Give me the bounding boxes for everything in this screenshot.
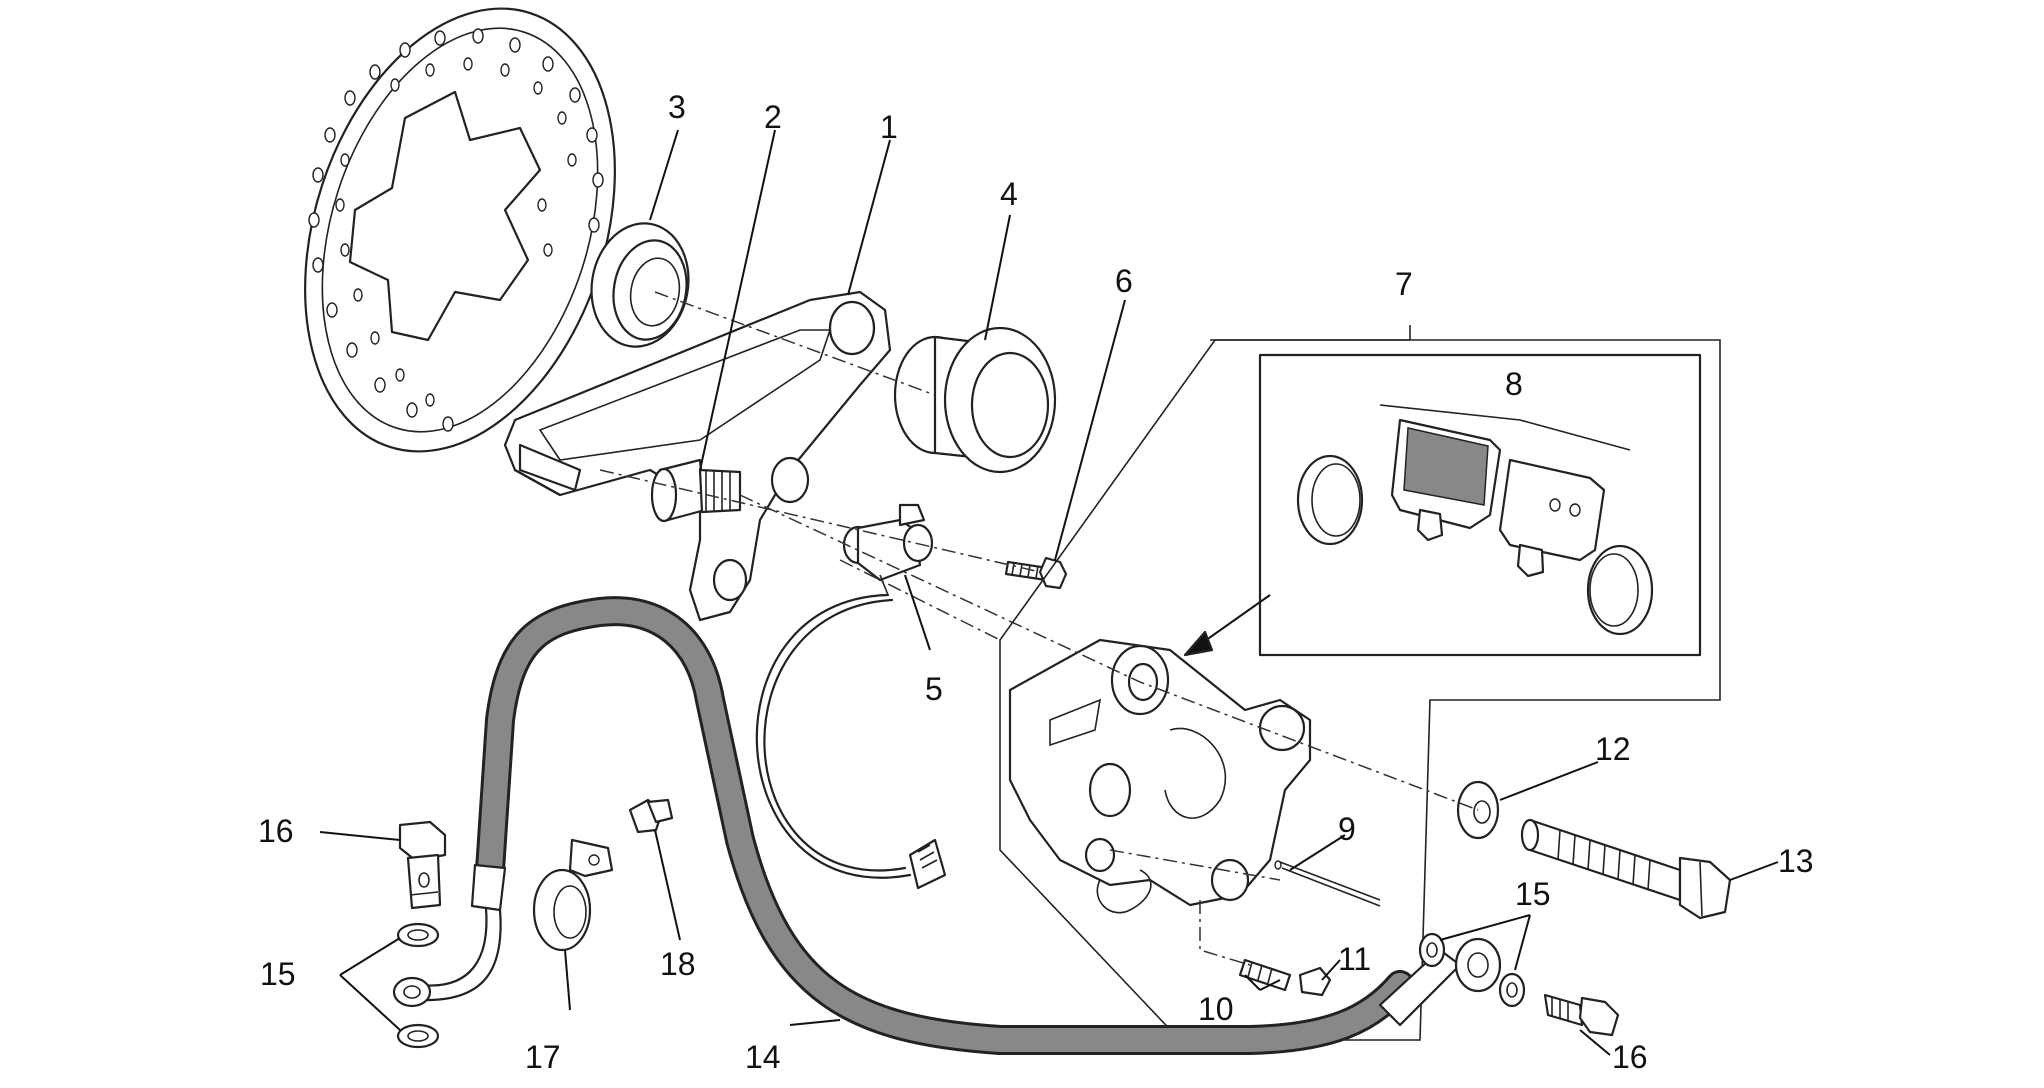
callout-17: 17: [525, 1039, 561, 1075]
callout-7: 7: [1395, 266, 1413, 302]
brake-hose-part-14: [392, 596, 1502, 1055]
callout-6: 6: [1115, 263, 1133, 299]
washers-part-15: [396, 922, 1526, 1049]
callout-10: 10: [1198, 991, 1234, 1027]
caliper-bracket-part-1: [503, 290, 892, 622]
callout-16-left: 16: [258, 813, 294, 849]
callout-13: 13: [1778, 843, 1814, 879]
callout-3: 3: [668, 89, 686, 125]
callout-14: 14: [745, 1039, 781, 1075]
brake-pad-kit-box: [999, 325, 1721, 1041]
leader-lines: [319, 129, 1779, 1056]
caliper-body: [1008, 638, 1312, 907]
callout-8: 8: [1505, 366, 1523, 402]
callout-5: 5: [925, 671, 943, 707]
sensor-part-5: [755, 503, 947, 890]
seal-part-3: [590, 222, 690, 348]
banjo-bolt-left-part-16: [398, 820, 447, 910]
banjo-bolt-right-part-16: [1543, 993, 1620, 1037]
callout-4: 4: [1000, 176, 1018, 212]
brake-disc: [304, 7, 616, 453]
callout-12: 12: [1595, 731, 1631, 767]
disc-holes: [308, 28, 604, 432]
bolt-part-13: [1520, 818, 1732, 920]
callout-9: 9: [1338, 811, 1356, 847]
callout-15-right: 15: [1515, 876, 1551, 912]
callout-11: 11: [1338, 941, 1371, 977]
bushing-part-4: [893, 326, 1057, 474]
callout-2: 2: [764, 99, 782, 135]
callout-labels: 1 2 3 4 5 6 7 8 9 10 11 12 13 14 15 15 1…: [258, 89, 1814, 1075]
assembly-axes: [599, 291, 1479, 966]
screw-part-6: [1004, 556, 1068, 590]
callout-15-left: 15: [260, 956, 296, 992]
bolt-part-18: [628, 798, 674, 834]
callout-18: 18: [660, 946, 696, 982]
bleeder-part-10: [1238, 958, 1292, 992]
callout-1: 1: [880, 109, 898, 145]
pin-part-2: [650, 458, 742, 523]
clamp-part-17: [532, 838, 614, 952]
pad-pin-part-9: [1096, 860, 1381, 914]
callout-16-right: 16: [1612, 1039, 1648, 1075]
cap-part-11: [1298, 966, 1332, 997]
